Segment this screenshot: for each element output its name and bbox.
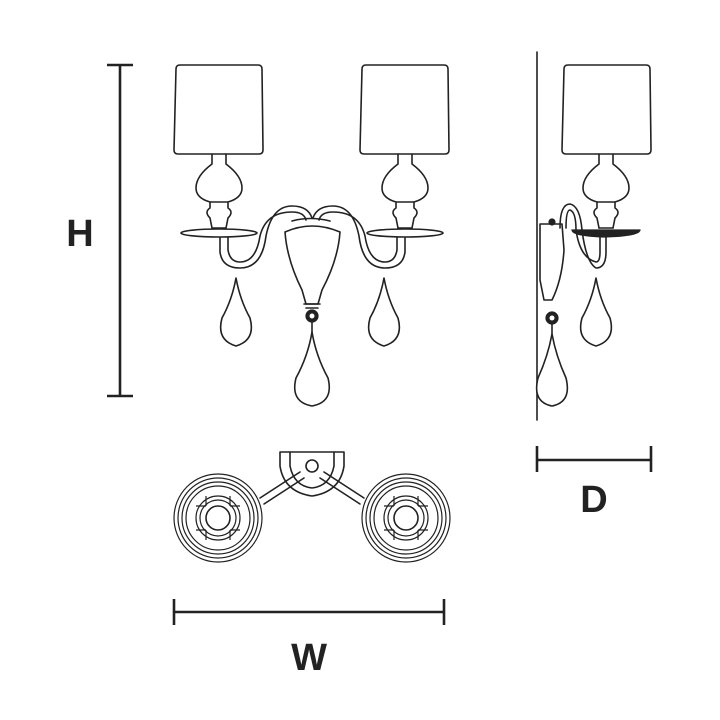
front-backplate (291, 217, 331, 222)
front-left-candle-stem (195, 153, 243, 229)
side-lower-drop (535, 333, 569, 407)
front-left-drip-tray (180, 228, 258, 238)
top-left-cup (173, 473, 263, 563)
front-right-arm (312, 205, 406, 269)
side-shade (561, 64, 652, 155)
front-right-candle-stem (381, 153, 429, 229)
width-label: W (291, 637, 327, 679)
side-candle-stem (582, 153, 630, 229)
front-right-drop (367, 277, 401, 347)
front-center-body (284, 225, 341, 305)
top-right-cup (361, 473, 451, 563)
front-right-arm-inner (318, 211, 398, 263)
side-wall-bracket (539, 223, 565, 301)
top-wall-plate (279, 451, 345, 497)
side-drip-tray (571, 229, 641, 238)
front-center-drop (293, 331, 331, 407)
top-left-arm (259, 471, 305, 505)
side-view (535, 51, 652, 421)
height-dimension: H (66, 63, 133, 398)
front-left-arm (219, 205, 313, 269)
top-view (173, 451, 451, 563)
front-left-drop (219, 277, 253, 347)
front-right-drip-tray (366, 228, 444, 238)
width-dimension: W (172, 599, 446, 679)
front-left-shade (173, 64, 264, 155)
front-view (173, 64, 450, 407)
front-center-body-neck (303, 303, 321, 309)
depth-dimension: D (535, 446, 653, 521)
front-right-lamp (359, 64, 450, 347)
front-right-shade (359, 64, 450, 155)
height-label: H (66, 213, 93, 255)
front-left-lamp (173, 64, 264, 347)
side-upper-drop (579, 277, 613, 347)
top-center-knob (305, 459, 319, 473)
depth-label: D (580, 479, 607, 521)
top-right-arm (319, 471, 365, 505)
front-left-arm-inner (227, 211, 307, 263)
